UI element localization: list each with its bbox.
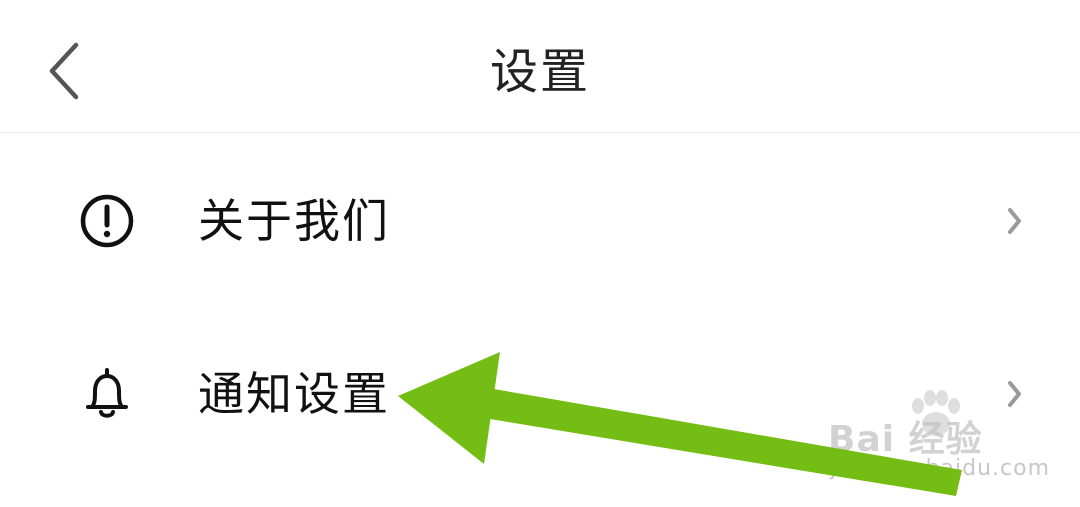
menu-item-label: 关于我们 [198,194,390,248]
menu-item-about-us[interactable]: 关于我们 [0,147,1080,297]
info-circle-icon [80,194,134,248]
chevron-right-icon [1008,381,1021,407]
chevron-left-icon [49,42,79,100]
bell-icon [86,368,128,418]
menu-item-notification-settings[interactable]: 通知设置 [0,320,1080,470]
top-bar: 设置 [0,0,1080,133]
chevron-right-icon [1008,208,1021,234]
page-title: 设置 [489,44,590,100]
back-button[interactable] [36,36,92,106]
menu-item-label: 通知设置 [198,367,390,421]
